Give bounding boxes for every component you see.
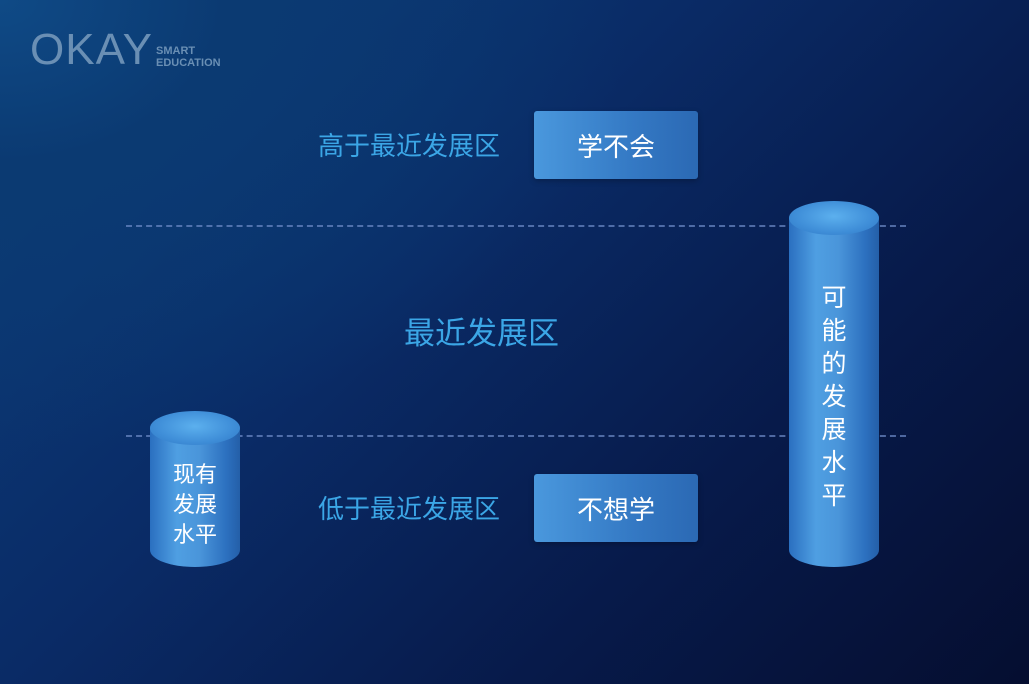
upper-boundary-line: [126, 225, 906, 227]
potential-level-char: 可: [821, 283, 847, 312]
potential-level-char: 水: [821, 448, 847, 477]
potential-level-char: 的: [821, 349, 847, 378]
potential-level-char: 展: [821, 415, 847, 444]
logo-tagline: SMART EDUCATION: [156, 45, 221, 69]
logo-wordmark: OKAY: [30, 25, 154, 74]
current-level-text: 现有 发展 水平: [150, 461, 240, 551]
unwilling-learn-box: 不想学: [534, 474, 698, 542]
current-level-line: 发展: [172, 493, 217, 518]
logo-tagline-smart: SMART: [156, 45, 196, 57]
below-zone-label: 低于最近发展区: [318, 495, 501, 525]
above-zone-label: 高于最近发展区: [318, 132, 501, 162]
potential-level-char: 能: [821, 316, 847, 345]
potential-level-char: 平: [821, 481, 847, 510]
current-level-line: 现有: [172, 463, 217, 488]
cannot-learn-box: 学不会: [534, 111, 698, 179]
okay-logo: OKAY SMART EDUCATION: [30, 25, 221, 74]
current-level-cylinder: 现有 发展 水平: [150, 411, 240, 568]
current-level-line: 水平: [172, 523, 217, 548]
proximal-zone-label: 最近发展区: [404, 316, 559, 352]
potential-level-cylinder: 可 能 的 发 展 水 平: [789, 201, 879, 568]
potential-level-char: 发: [821, 382, 847, 411]
lower-boundary-line: [126, 435, 906, 437]
potential-level-text: 可 能 的 发 展 水 平: [789, 281, 879, 512]
logo-tagline-education: EDUCATION: [156, 57, 221, 69]
